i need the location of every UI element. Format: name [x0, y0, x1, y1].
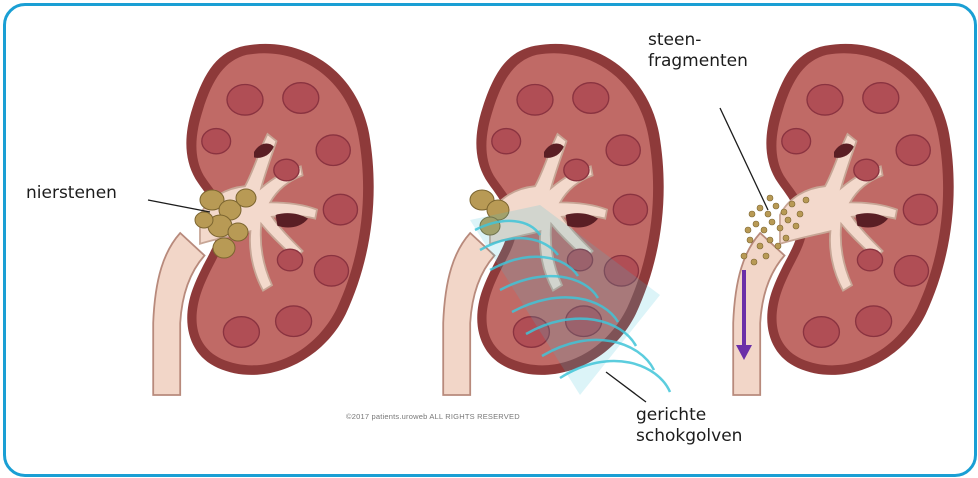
shockwave-pointer-line [606, 372, 646, 402]
label-gerichte-schokgolven: gerichte schokgolven [636, 405, 742, 447]
copyright-notice: ©2017 patients.uroweb ALL RIGHTS RESERVE… [346, 412, 520, 421]
kidney-with-shockwaves [443, 44, 670, 402]
fragments-pointer-line [720, 108, 768, 210]
kidney-with-stones [148, 44, 374, 395]
label-steenfragmenten: steen- fragmenten [648, 30, 748, 72]
label-nierstenen: nierstenen [26, 183, 117, 204]
kidney-with-fragments [720, 44, 954, 395]
